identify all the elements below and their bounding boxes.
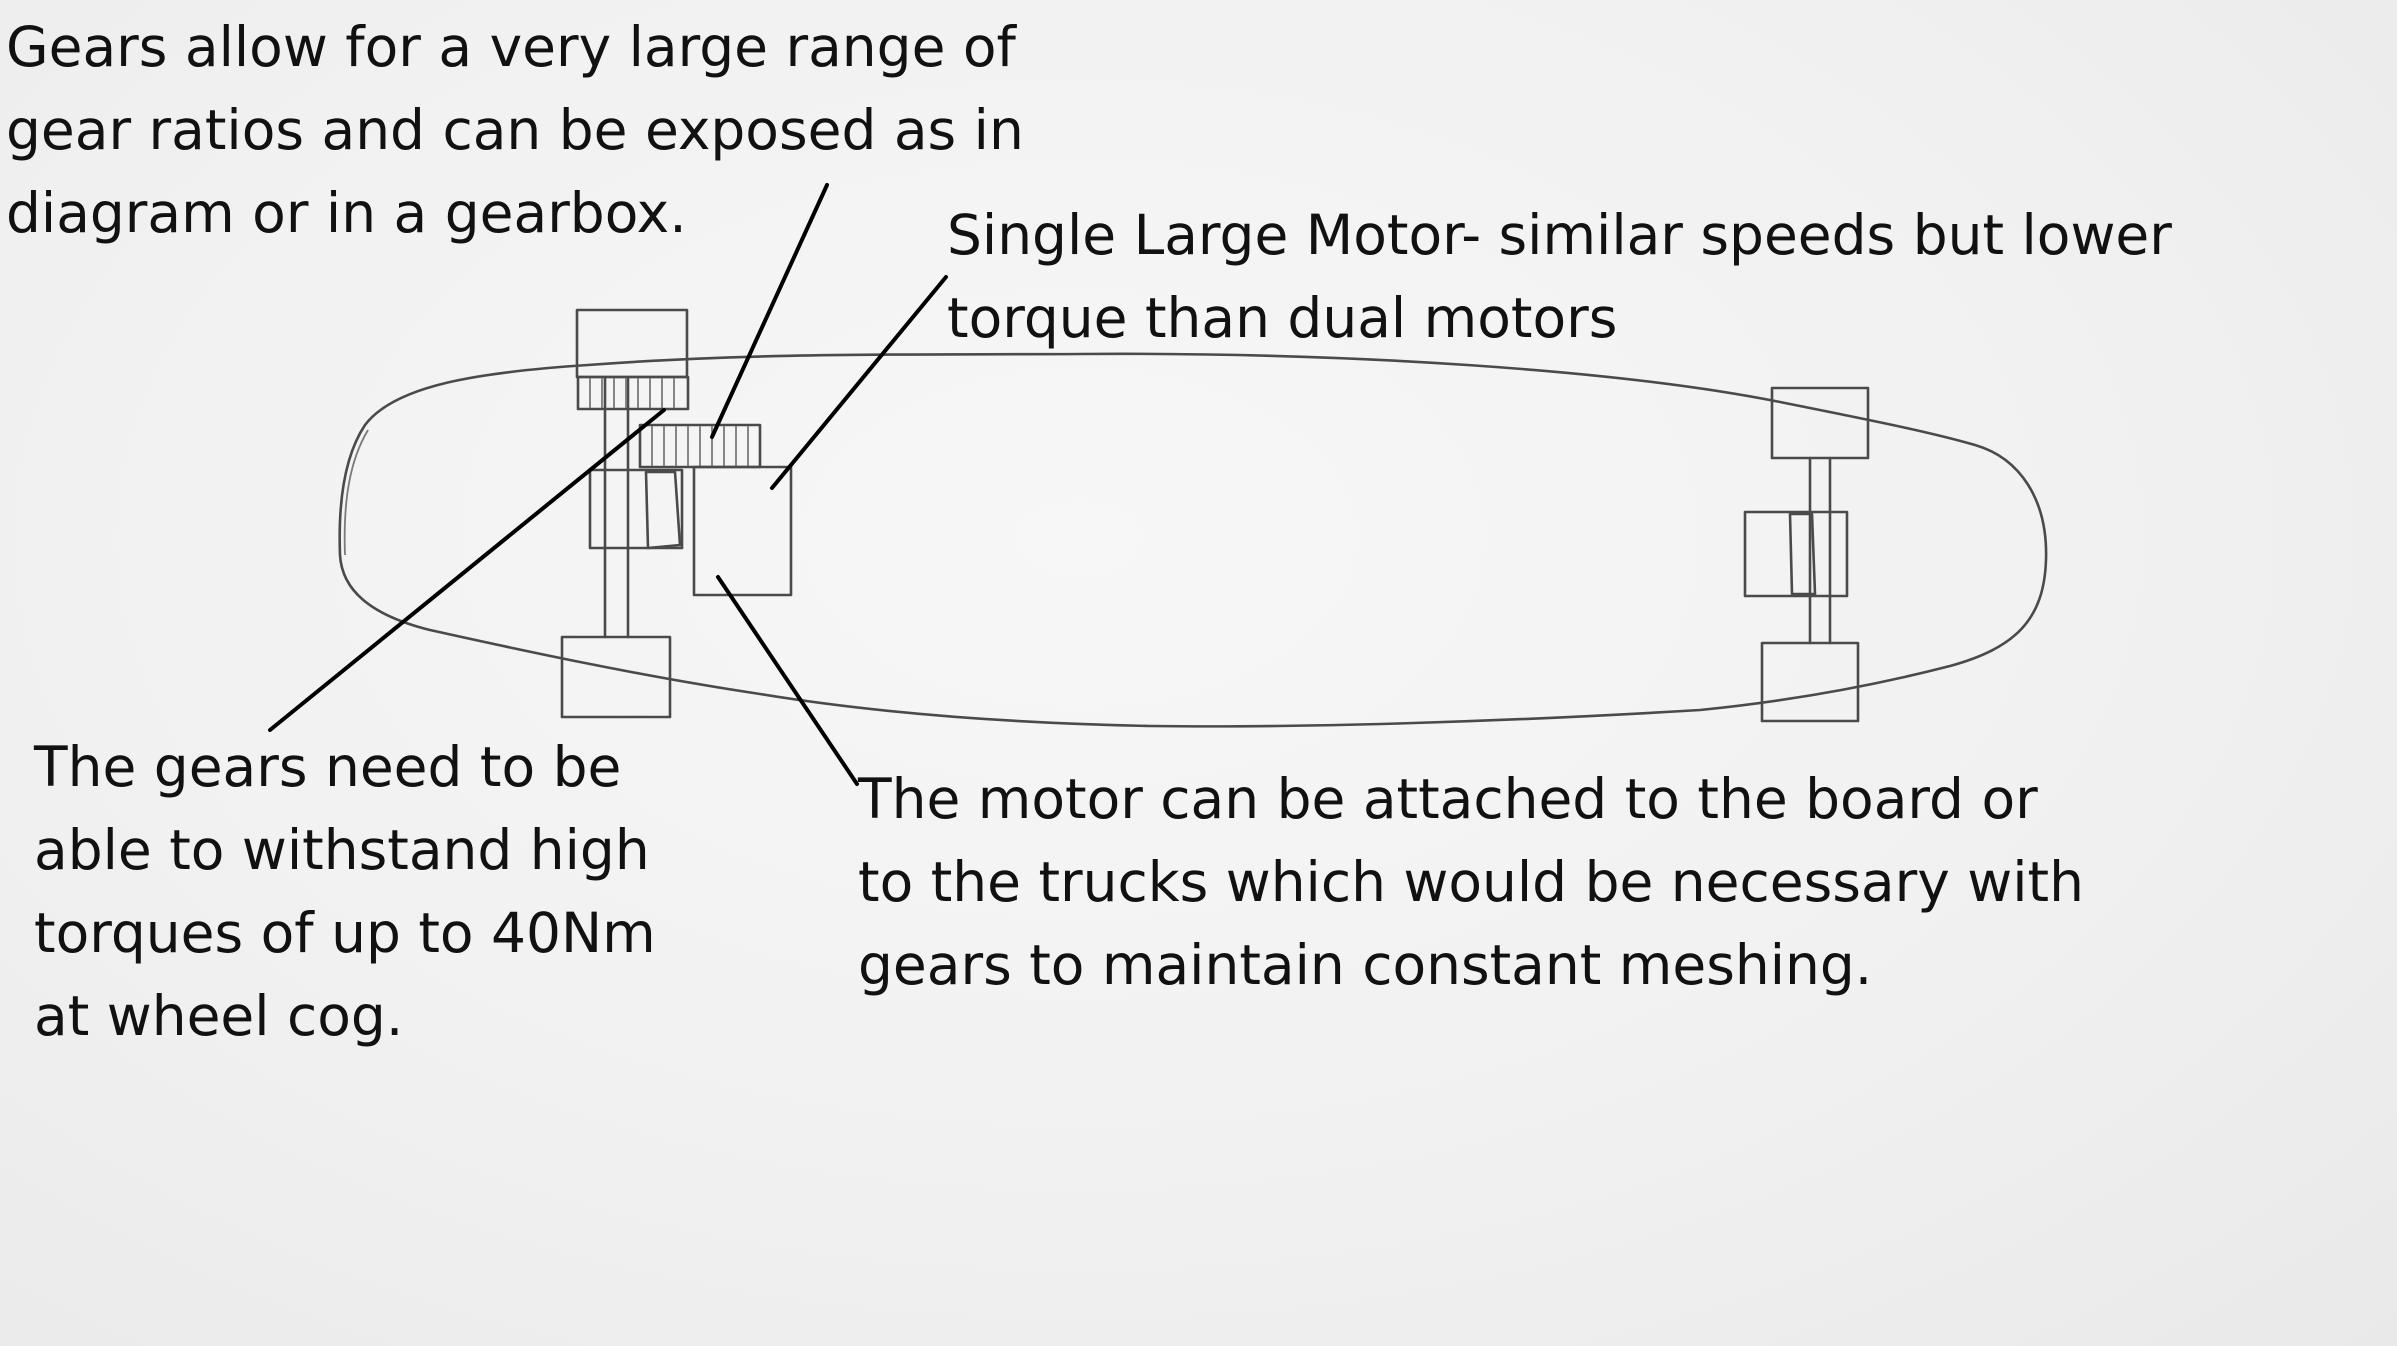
motor-gear — [638, 423, 762, 469]
gears-callout-line — [710, 183, 829, 439]
mount-annotation-line: The motor can be attached to the board o… — [858, 767, 2038, 831]
torque-annotation-line: torques of up to 40Nm — [34, 901, 656, 965]
gears-annotation-line: diagram or in a gearbox. — [6, 181, 687, 245]
gears-annotation-line: Gears allow for a very large range of — [6, 15, 1016, 79]
motor-annotation-line: Single Large Motor- similar speeds but l… — [947, 203, 2172, 267]
torque-annotation: The gears need to be able to withstand h… — [34, 726, 656, 1058]
front-truck-hanger — [588, 468, 684, 550]
gears-annotation-line: gear ratios and can be exposed as in — [6, 98, 1024, 162]
motor-annotation-line: torque than dual motors — [947, 286, 1618, 350]
torque-annotation-line: The gears need to be — [34, 735, 622, 799]
torque-callout-line — [268, 408, 666, 732]
mount-annotation: The motor can be attached to the board o… — [858, 758, 2084, 1007]
torque-annotation-line: able to withstand high — [34, 818, 650, 882]
front-upper-wheel — [575, 308, 689, 379]
front-truck — [560, 308, 689, 719]
gears-annotation: Gears allow for a very large range of ge… — [6, 6, 1024, 255]
torque-annotation-line: at wheel cog. — [34, 984, 404, 1048]
mount-callout-line — [716, 575, 859, 786]
rear-truck — [1743, 386, 1870, 723]
rear-upper-wheel — [1770, 386, 1870, 460]
large-motor — [692, 465, 793, 597]
motor-callout-line — [770, 275, 948, 490]
skateboard-deck — [338, 352, 2048, 728]
callout-lines — [268, 183, 948, 786]
rear-truck-hanger — [1743, 510, 1849, 598]
wheel-gear — [576, 375, 690, 411]
motor-annotation: Single Large Motor- similar speeds but l… — [947, 194, 2172, 360]
rear-lower-wheel — [1760, 641, 1860, 723]
front-lower-wheel — [560, 635, 672, 719]
mount-annotation-line: to the trucks which would be necessary w… — [858, 850, 2084, 914]
mount-annotation-line: gears to maintain constant meshing. — [858, 933, 1873, 997]
